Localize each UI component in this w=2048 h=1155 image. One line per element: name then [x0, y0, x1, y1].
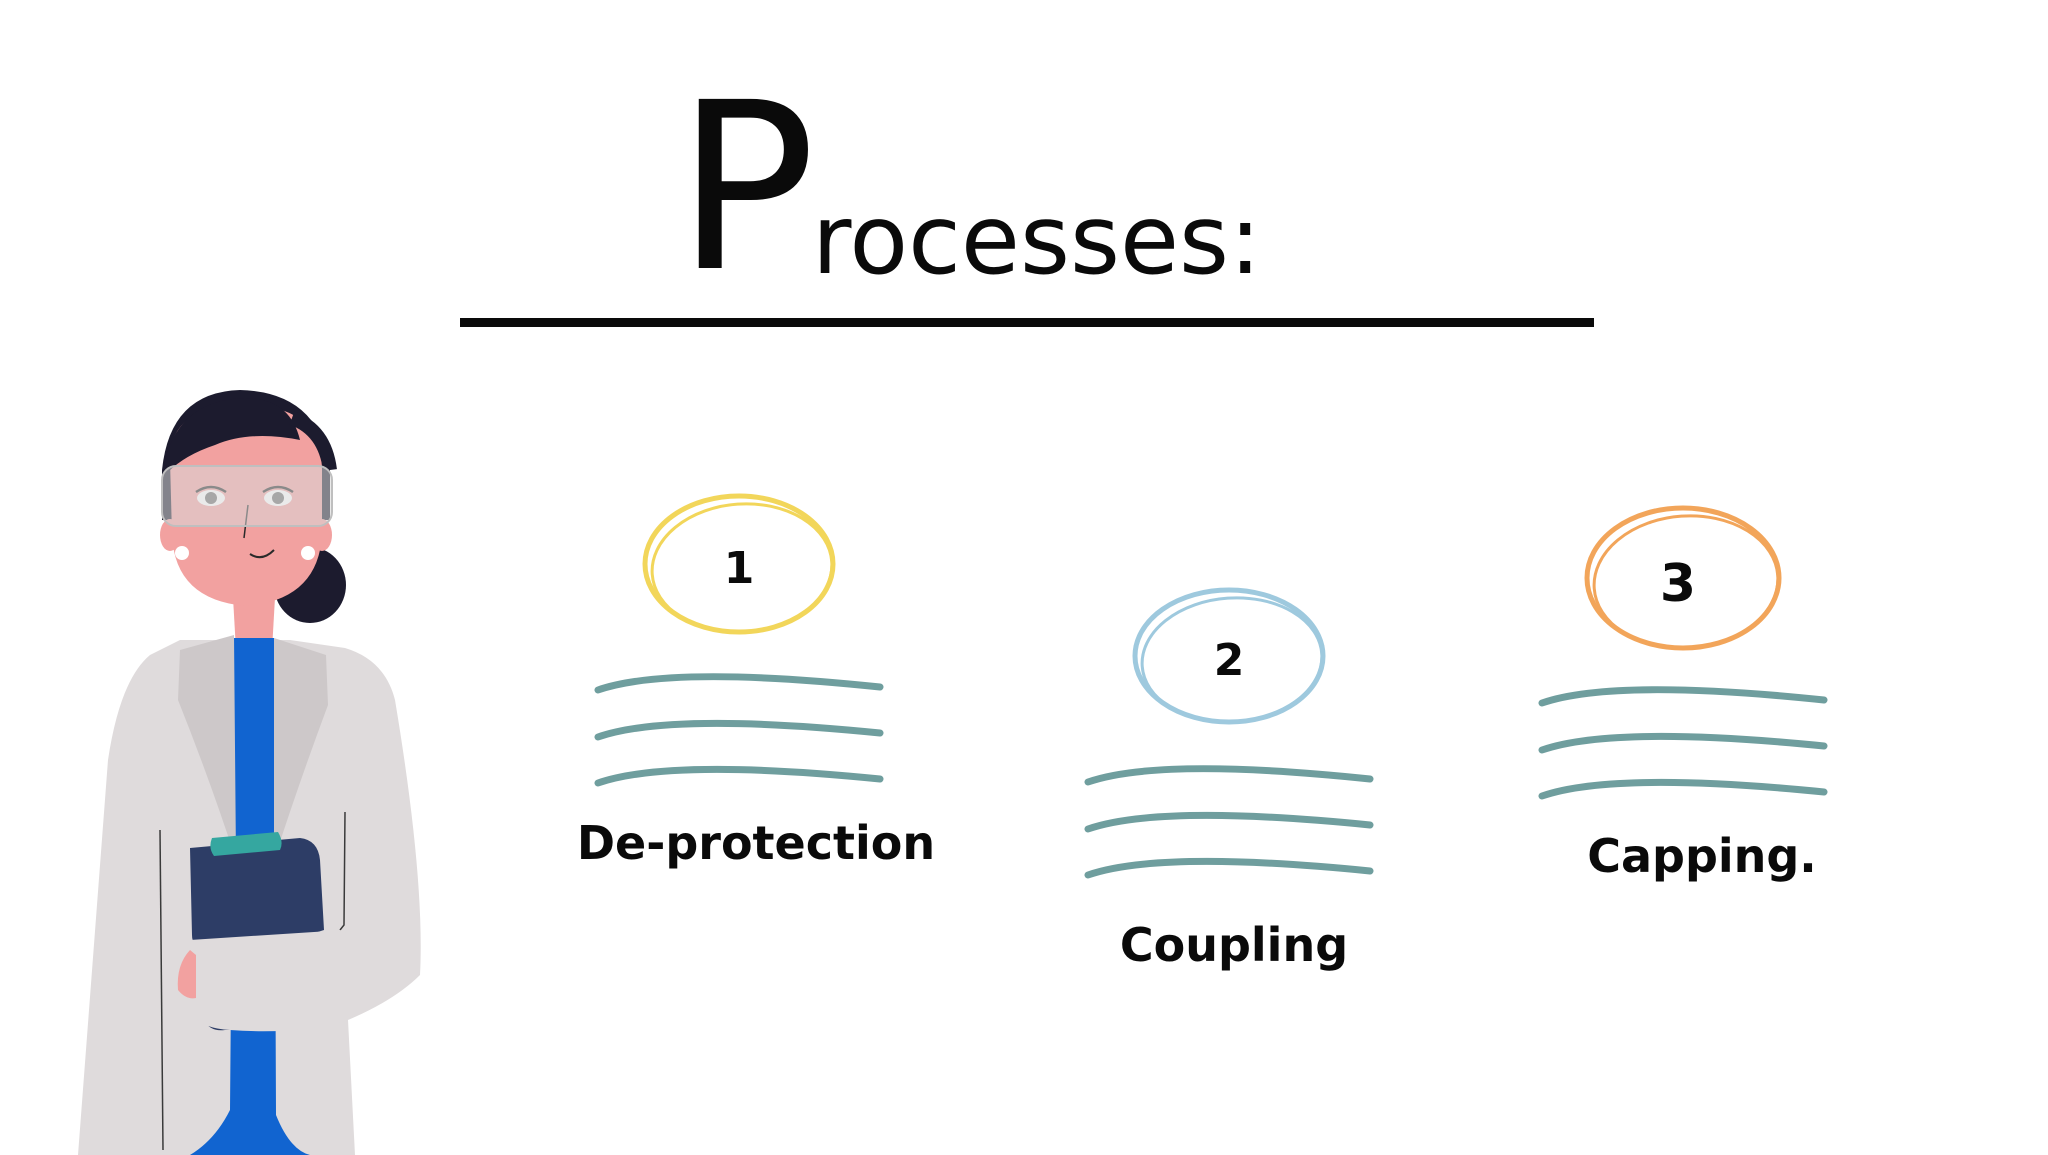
step-2-number: 2 [1214, 635, 1245, 686]
step-1-scribble-lines [594, 673, 884, 787]
step-3-circle: 3 [1584, 505, 1782, 651]
scientist-woman-with-clipboard-icon [78, 390, 421, 1155]
step-1-label: De-protection [576, 816, 936, 870]
step-2-circle: 2 [1132, 587, 1326, 725]
step-3-number: 3 [1660, 554, 1696, 614]
step-2-circle-stroke-b [1140, 596, 1324, 724]
step-2-label: Coupling [1119, 918, 1349, 972]
step-2-scribble-lines [1084, 765, 1374, 879]
step-1-number: 1 [724, 543, 755, 594]
step-3-scribble-lines [1538, 686, 1828, 800]
title-rest: rocesses: [812, 184, 1262, 296]
title-first-letter: P [676, 53, 816, 323]
step-3-circle-stroke-b [1592, 514, 1780, 650]
step-3-label: Capping. [1587, 829, 1817, 883]
title-underline [460, 318, 1594, 327]
step-1-circle-stroke-b [650, 502, 834, 634]
step-1-circle: 1 [642, 493, 836, 635]
